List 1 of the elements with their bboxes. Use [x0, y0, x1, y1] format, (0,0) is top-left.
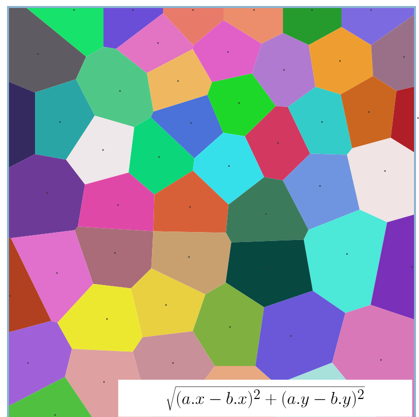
formula-box: $\sqrt{(a.x - b.x)^2 + (a.y - b.y)^2}$ [118, 380, 412, 417]
